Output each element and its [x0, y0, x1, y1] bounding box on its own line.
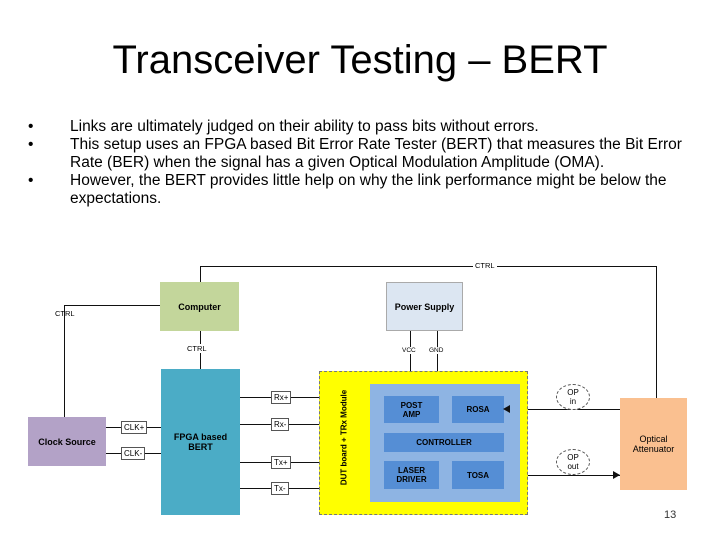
power-supply-box: Power Supply	[386, 282, 463, 331]
attenuator-label-line1: Optical	[639, 434, 668, 444]
bullet-text: However, the BERT provides little help o…	[70, 172, 667, 207]
op-in-label-line1: OP	[567, 388, 579, 397]
bullet-text: This setup uses an FPGA based Bit Error …	[70, 136, 682, 171]
ctrl-top-drop-right	[656, 266, 657, 398]
controller-label: CONTROLLER	[416, 438, 472, 447]
dut-board-label: DUT board + TRx Module	[339, 389, 349, 486]
laser-driver-label-line1: LASER	[397, 466, 426, 475]
clk-p-port: CLK+	[121, 421, 148, 434]
rx-p-port: Rx+	[271, 391, 292, 404]
bullet-item: • However, the BERT provides little help…	[28, 172, 708, 208]
computer-box: Computer	[160, 282, 239, 331]
clock-source-box: Clock Source	[28, 417, 106, 466]
attenuator-label-line2: Attenuator	[632, 444, 675, 454]
laser-driver-label-line2: DRIVER	[396, 475, 427, 484]
bullet-symbol: •	[28, 136, 34, 153]
op-in-marker: OP in	[556, 384, 590, 410]
op-out-line	[505, 475, 620, 476]
post-amp-label-line2: AMP	[402, 409, 421, 419]
ctrl-top-line	[200, 266, 657, 267]
op-in-arrowhead	[503, 405, 510, 413]
ctrl-left-line	[64, 305, 160, 306]
controller-box: CONTROLLER	[384, 433, 504, 452]
clock-source-label: Clock Source	[38, 436, 96, 447]
ctrl-left-drop	[64, 305, 65, 417]
op-out-marker: OP out	[556, 449, 590, 475]
ctrl-top-drop-left	[200, 266, 201, 282]
op-out-label-line2: out	[567, 462, 579, 471]
vcc-label: VCC	[402, 347, 416, 354]
ctrl-top-label: CTRL	[473, 261, 497, 270]
slide-title: Transceiver Testing – BERT	[112, 38, 608, 82]
bullet-symbol: •	[28, 172, 34, 189]
bullet-list: • Links are ultimately judged on their a…	[28, 118, 708, 208]
bullet-symbol: •	[28, 118, 34, 135]
fpga-label-line1: FPGA based	[173, 432, 228, 442]
ctrl-mid-label: CTRL	[187, 344, 207, 353]
post-amp-label-line1: POST	[400, 400, 423, 410]
rosa-box: ROSA	[452, 396, 504, 423]
laser-driver-box: LASER DRIVER	[384, 461, 439, 489]
ctrl-left-label: CTRL	[55, 309, 75, 318]
op-in-label-line2: in	[569, 397, 577, 406]
power-supply-label: Power Supply	[394, 301, 455, 312]
bullet-item: • This setup uses an FPGA based Bit Erro…	[28, 136, 708, 172]
tosa-label: TOSA	[466, 470, 490, 480]
rx-n-port: Rx-	[271, 418, 290, 431]
fpga-bert-box: FPGA based BERT	[161, 369, 240, 515]
op-in-line	[505, 409, 620, 410]
rosa-label: ROSA	[466, 405, 490, 414]
tosa-box: TOSA	[452, 461, 504, 489]
op-out-label-line1: OP	[567, 453, 579, 462]
tx-p-port: Tx+	[271, 456, 291, 469]
page-number: 13	[664, 509, 677, 521]
post-amp-box: POST AMP	[384, 396, 439, 423]
fpga-label-line2: BERT	[188, 442, 213, 452]
optical-attenuator-box: Optical Attenuator	[620, 398, 687, 490]
tx-n-port: Tx-	[271, 482, 289, 495]
bullet-item: • Links are ultimately judged on their a…	[28, 118, 708, 136]
clk-n-port: CLK-	[121, 447, 146, 460]
op-out-arrowhead	[613, 471, 620, 479]
computer-label: Computer	[178, 301, 221, 312]
gnd-label: GND	[429, 347, 444, 354]
bullet-text: Links are ultimately judged on their abi…	[70, 118, 539, 135]
